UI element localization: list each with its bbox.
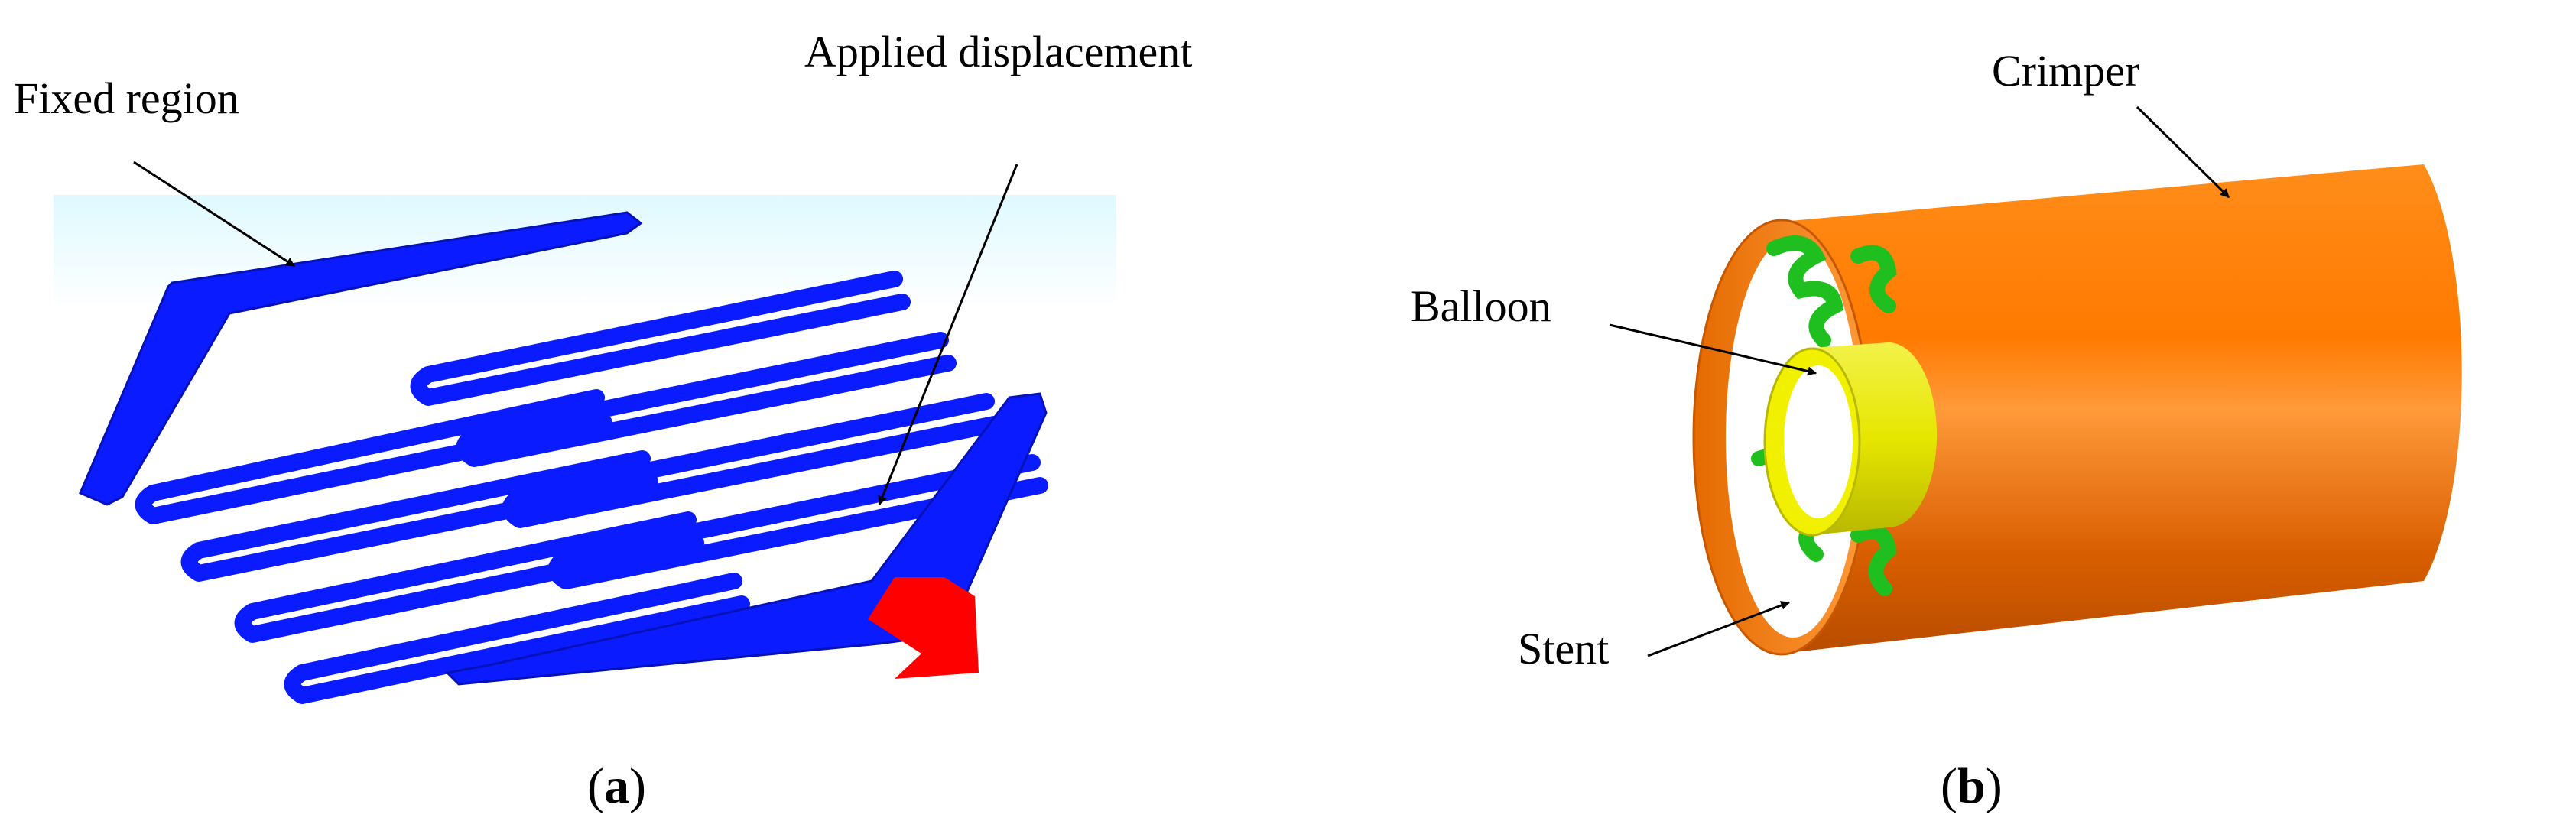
balloon-leader <box>1609 323 1817 376</box>
stent-leader <box>1647 601 1791 657</box>
caption-a-letter: a <box>604 758 629 814</box>
caption-a-close: ) <box>629 758 646 814</box>
caption-a: (a) <box>587 758 646 814</box>
label-stent: Stent <box>1518 624 1609 673</box>
label-applied-displacement: Applied displacement <box>804 27 1192 76</box>
balloon-opening <box>1784 365 1853 518</box>
label-balloon: Balloon <box>1411 281 1551 331</box>
panel-a: Fixed region Applied displacement (a) <box>14 27 1192 814</box>
fixed-region-plate <box>79 211 643 506</box>
caption-a-open: ( <box>587 758 604 814</box>
caption-b-letter: b <box>1957 758 1986 814</box>
stent-struts <box>135 271 1048 704</box>
displacement-arrow <box>868 577 979 679</box>
caption-b-open: ( <box>1941 758 1957 814</box>
crimper-body <box>1782 164 2462 654</box>
label-crimper: Crimper <box>1992 46 2139 96</box>
label-fixed-region: Fixed region <box>14 73 239 123</box>
fixed-region-leader <box>133 161 296 268</box>
caption-b-close: ) <box>1986 758 2003 814</box>
caption-b: (b) <box>1941 758 2003 814</box>
crimper-leader <box>2136 105 2230 199</box>
displacement-leader <box>878 164 1018 506</box>
panel-b: Crimper Balloon Stent (b) <box>1411 46 2462 814</box>
